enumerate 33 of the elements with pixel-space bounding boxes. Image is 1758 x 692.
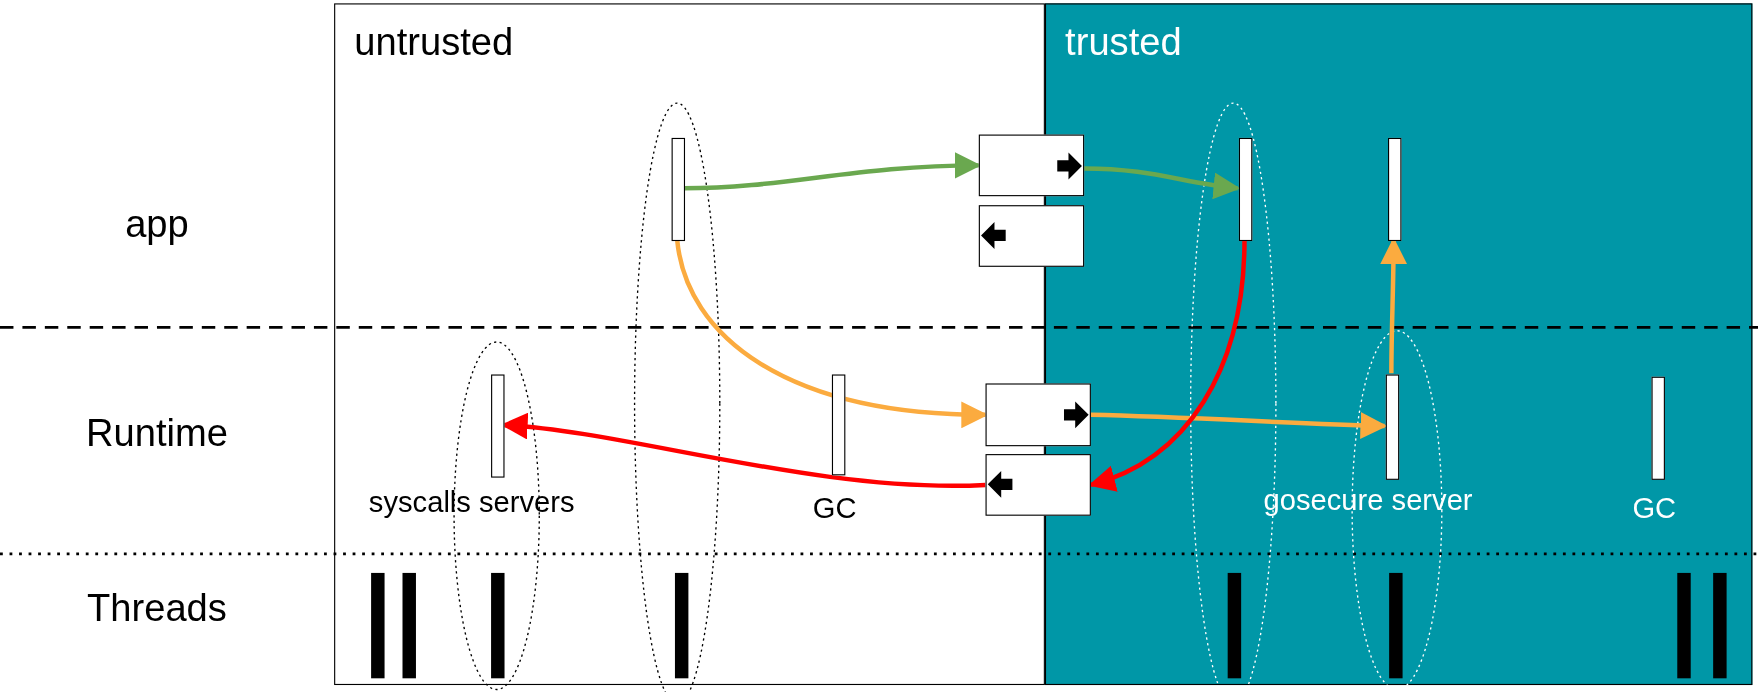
message-box	[985, 383, 1091, 447]
zone-title: trusted	[1065, 20, 1182, 64]
thread-bar	[1389, 572, 1403, 679]
arrow	[1088, 239, 1247, 491]
arrow	[1090, 411, 1388, 439]
goroutine-bar	[1385, 374, 1400, 480]
thread-bar	[402, 572, 416, 679]
bar-caption: gosecure server	[1263, 483, 1473, 518]
zone-panel	[334, 3, 1045, 686]
goroutine-bar	[671, 137, 686, 242]
bar-caption: syscalls servers	[368, 485, 575, 521]
goroutine-bar	[1388, 137, 1402, 242]
thread-bar	[1713, 572, 1727, 679]
goroutine-bar	[831, 374, 846, 476]
row-label: app	[125, 201, 189, 246]
bar-caption: GC	[1632, 491, 1677, 526]
thread-bar	[1227, 572, 1242, 679]
goroutine-bar	[1651, 376, 1665, 480]
goroutine-bar	[1238, 137, 1253, 242]
row-label: Runtime	[86, 411, 228, 456]
zone-panel	[1044, 3, 1753, 686]
message-box	[978, 134, 1085, 197]
message-box	[978, 205, 1085, 267]
arrow	[1084, 166, 1241, 199]
zone-title: untrusted	[354, 20, 514, 64]
bar-caption: GC	[812, 491, 857, 526]
thread-bar	[491, 572, 505, 679]
thread-bar	[371, 572, 385, 679]
row-label: Threads	[87, 586, 227, 631]
goroutine-bar	[491, 374, 505, 478]
thread-bar	[1677, 572, 1691, 679]
thread-bar	[674, 572, 689, 679]
message-box	[985, 454, 1091, 516]
